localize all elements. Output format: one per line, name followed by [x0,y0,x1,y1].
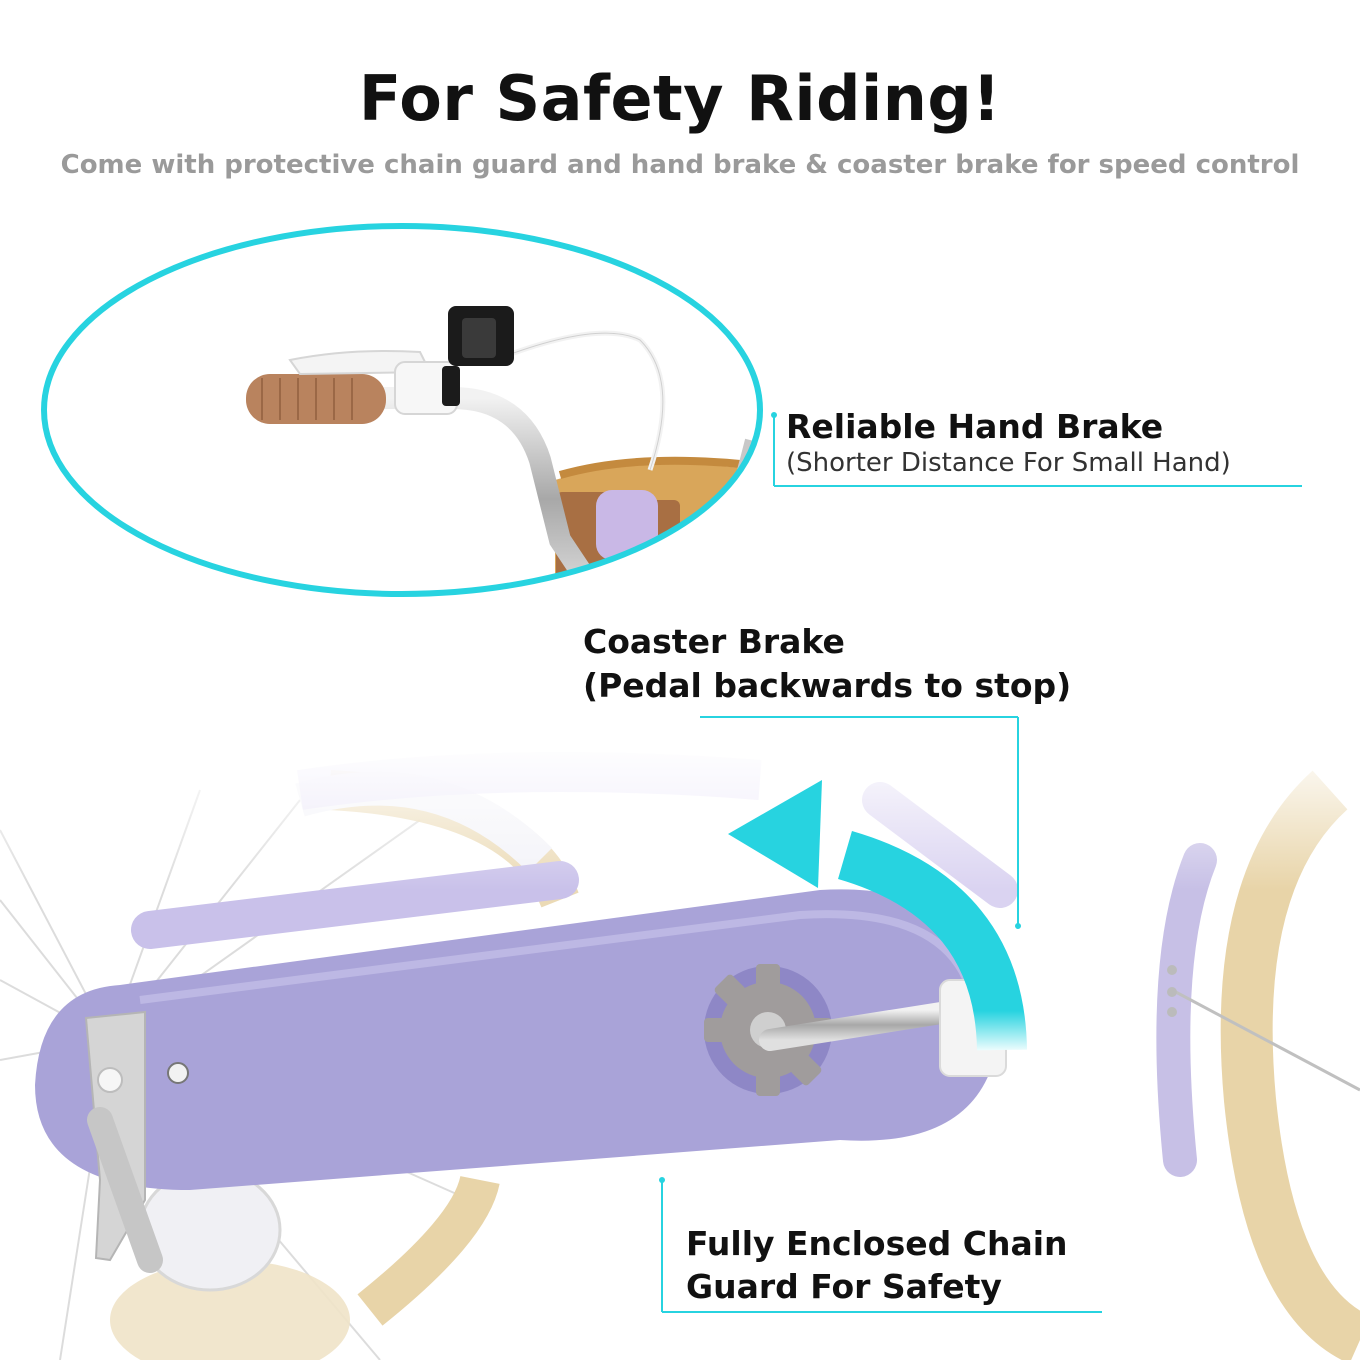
hand-brake-subtitle: (Shorter Distance For Small Hand) [786,448,1231,478]
rotate-back-arrow-icon [728,780,1027,1051]
hand-brake-title: Reliable Hand Brake [786,407,1164,446]
hand-brake-closeup [246,306,760,594]
chain-guard-title-line2: Guard For Safety [686,1267,1002,1306]
closeup-ring [41,223,763,597]
coaster-brake-subtitle: (Pedal backwards to stop) [583,666,1072,705]
page-title: For Safety Riding! [358,62,1002,135]
coaster-brake-title: Coaster Brake [583,622,845,661]
bike-lower-section [0,740,1360,1360]
page-subtitle: Come with protective chain guard and han… [60,150,1300,180]
chain-guard-title-line1: Fully Enclosed Chain [686,1224,1068,1263]
